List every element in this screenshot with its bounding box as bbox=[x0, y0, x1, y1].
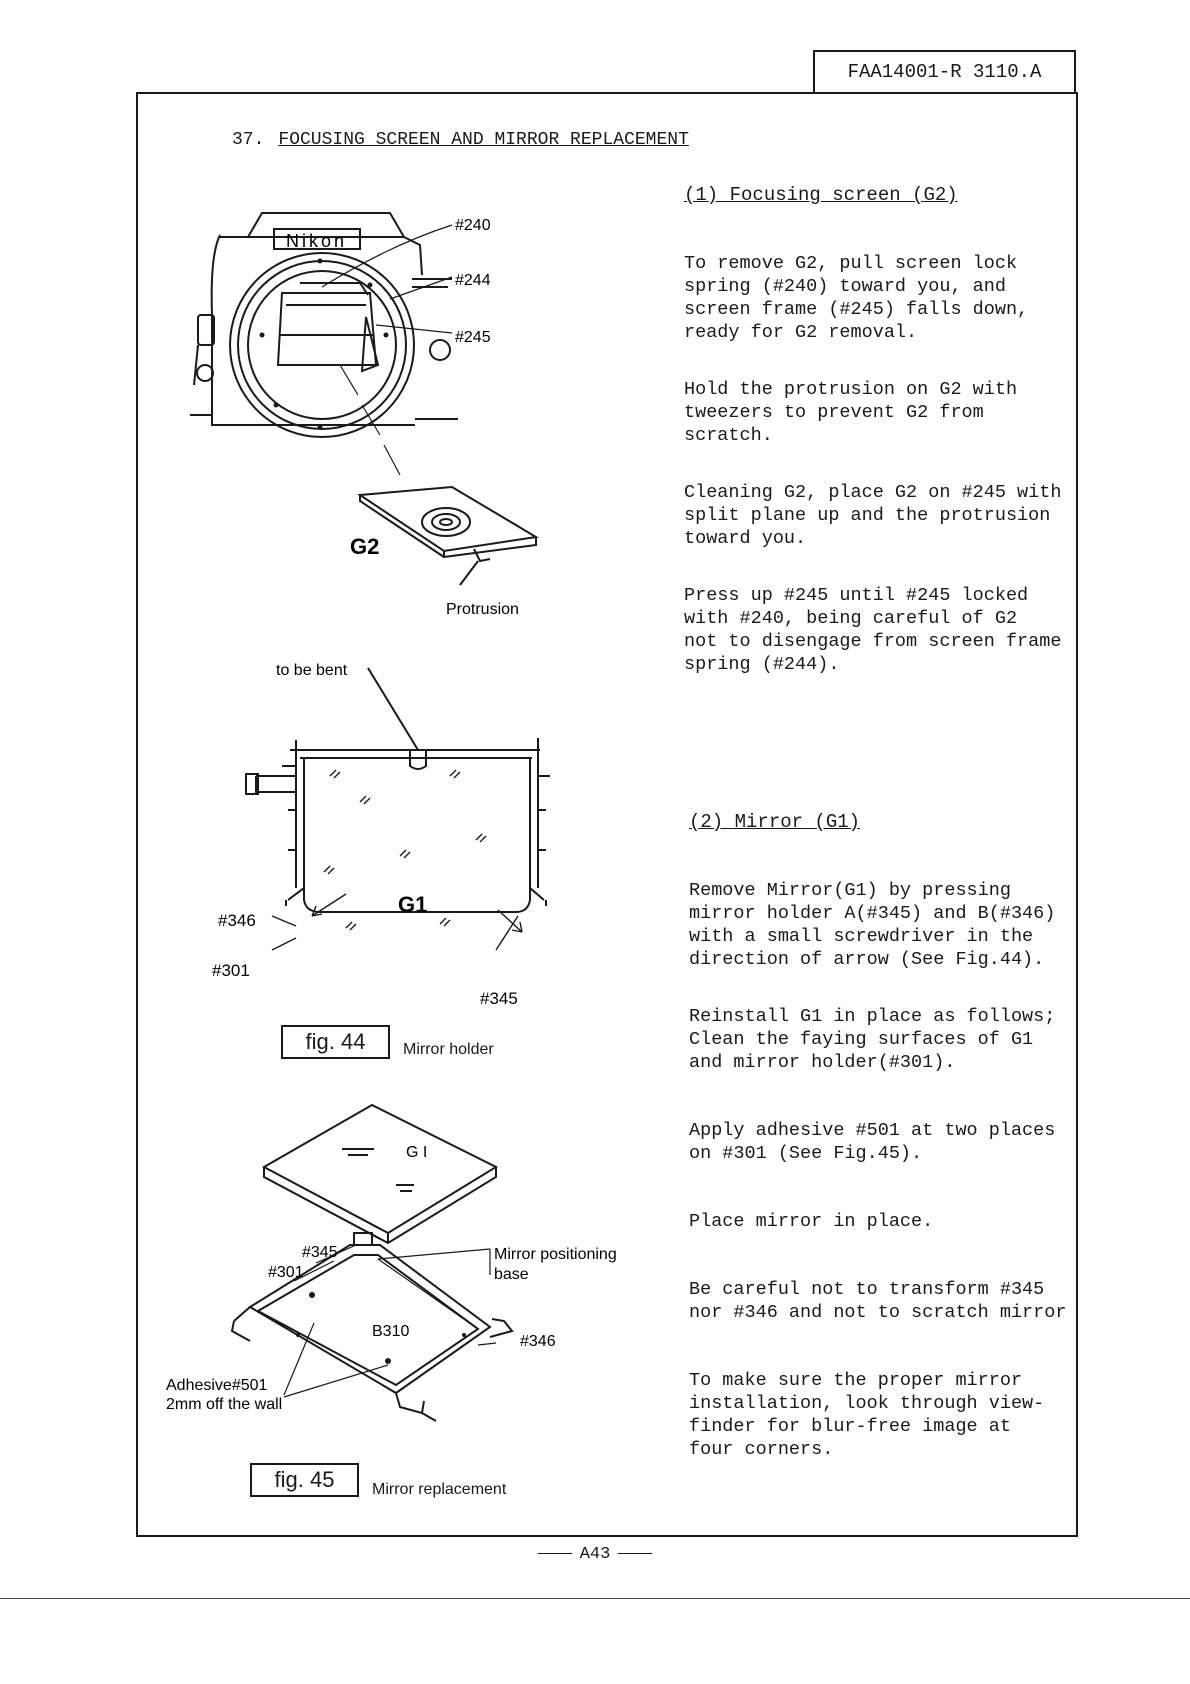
label-346: #346 bbox=[218, 911, 256, 930]
section2-text: Remove Mirror(G1) by pressing mirror hol… bbox=[689, 856, 1084, 1495]
section1-paragraph: Cleaning G2, place G2 on #245 with split… bbox=[684, 482, 1062, 549]
figure-45-mirror-replacement: G I #345 #301 Mirror positioning base B3… bbox=[166, 1103, 617, 1422]
page-frame bbox=[136, 92, 1078, 1537]
section1-heading: (1) Focusing screen (G2) bbox=[684, 184, 958, 206]
label-adhesive-501: Adhesive#501 bbox=[166, 1377, 268, 1394]
section-title: 37. FOCUSING SCREEN AND MIRROR REPLACEMEN… bbox=[232, 130, 689, 150]
fig44-label: fig. 44 bbox=[281, 1025, 390, 1059]
section2-paragraph: Place mirror in place. bbox=[689, 1211, 934, 1232]
label-2mm-off-wall: 2mm off the wall bbox=[166, 1396, 282, 1413]
label-240: #240 bbox=[455, 217, 491, 234]
fig44-caption: Mirror holder bbox=[403, 1041, 494, 1058]
section2-paragraph: Reinstall G1 in place as follows; Clean … bbox=[689, 1006, 1056, 1073]
page-number-line: A43 bbox=[0, 1545, 1190, 1564]
dash-right bbox=[618, 1553, 653, 1555]
label-346: #346 bbox=[520, 1333, 556, 1350]
fig45-label: fig. 45 bbox=[250, 1463, 359, 1497]
camera-figure: Nikon #240 #244 #245 G2 Protrusion bbox=[190, 212, 539, 618]
label-mirror-positioning: Mirror positioning bbox=[494, 1246, 617, 1263]
camera-brand: Nikon bbox=[286, 231, 347, 251]
dash-left bbox=[537, 1553, 572, 1555]
document-code: FAA14001-R 3110.A bbox=[813, 50, 1076, 92]
label-protrusion: Protrusion bbox=[446, 601, 519, 618]
section-title-text: FOCUSING SCREEN AND MIRROR REPLACEMENT bbox=[278, 130, 689, 150]
label-g1-plate: G I bbox=[406, 1144, 427, 1161]
label-to-be-bent: to be bent bbox=[276, 662, 348, 679]
label-mirror-positioning-base: base bbox=[494, 1266, 529, 1283]
label-g1: G1 bbox=[398, 892, 427, 917]
label-244: #244 bbox=[455, 272, 491, 289]
section1-paragraph: Hold the protrusion on G2 with tweezers … bbox=[684, 379, 1018, 446]
section2-heading: (2) Mirror (G1) bbox=[689, 811, 861, 833]
label-301: #301 bbox=[212, 961, 250, 980]
section1-paragraph: To remove G2, pull screen lock spring (#… bbox=[684, 253, 1029, 343]
section2-paragraph: Apply adhesive #501 at two places on #30… bbox=[689, 1120, 1056, 1164]
section2-paragraph: Be careful not to transform #345 nor #34… bbox=[689, 1279, 1067, 1323]
section1-paragraph: Press up #245 until #245 locked with #24… bbox=[684, 585, 1062, 675]
label-345: #345 bbox=[302, 1244, 338, 1261]
section-number: 37. bbox=[232, 130, 265, 150]
label-245: #245 bbox=[455, 329, 491, 346]
page-number: A43 bbox=[579, 1545, 611, 1564]
label-g2: G2 bbox=[350, 534, 379, 559]
label-301: #301 bbox=[268, 1264, 304, 1281]
fig45-caption: Mirror replacement bbox=[372, 1481, 507, 1498]
label-345: #345 bbox=[480, 989, 518, 1008]
section1-text: To remove G2, pull screen lock spring (#… bbox=[684, 229, 1079, 710]
section2-paragraph: To make sure the proper mirror installat… bbox=[689, 1370, 1045, 1460]
figure-44-mirror-holder: to be bent G1 #346 #301 #345 bbox=[212, 662, 550, 1008]
label-b310: B310 bbox=[372, 1323, 409, 1340]
section2-paragraph: Remove Mirror(G1) by pressing mirror hol… bbox=[689, 880, 1056, 970]
bottom-rule bbox=[0, 1598, 1190, 1599]
